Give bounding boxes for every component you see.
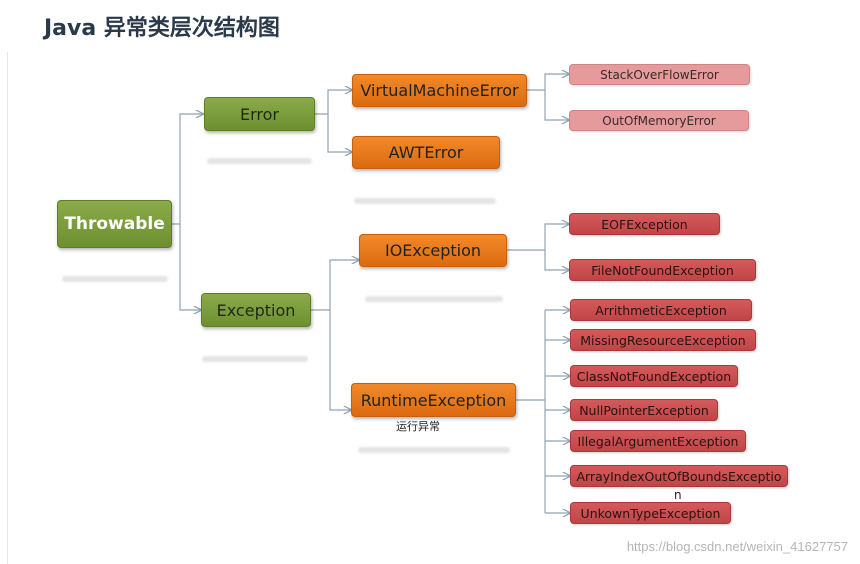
node-stack-overflow-error: StackOverFlowError bbox=[569, 64, 750, 85]
connector-io-eof bbox=[507, 224, 569, 251]
node-io-exception: IOException bbox=[359, 234, 507, 267]
node-null-pointer-exception: NullPointerException bbox=[570, 399, 718, 421]
node-runtime-exception: RuntimeException bbox=[351, 383, 516, 417]
node-unkown-type-exception: UnkownTypeException bbox=[570, 502, 731, 524]
node-illegal-argument-exception: IllegalArgumentException bbox=[570, 430, 746, 452]
connector-io-fnf bbox=[544, 250, 569, 270]
node-virtual-machine-error: VirtualMachineError bbox=[352, 74, 527, 107]
node-missing-resource-exception: MissingResourceException bbox=[570, 329, 756, 351]
connector-throwable-error bbox=[172, 114, 203, 225]
node-out-of-memory-error: OutOfMemoryError bbox=[569, 110, 749, 131]
node-array-index-out-of-bounds-exception: ArrayIndexOutOfBoundsExceptio bbox=[570, 465, 788, 487]
throwable-reflection bbox=[62, 276, 168, 282]
node-eof-exception: EOFException bbox=[569, 213, 720, 235]
connector-exception-runtime bbox=[329, 310, 351, 410]
runtime-note: 运行异常 bbox=[396, 420, 440, 433]
connector-exception-io bbox=[311, 260, 359, 311]
node-file-not-found-exception: FileNotFoundException bbox=[569, 259, 756, 281]
connector-runtime-trunk bbox=[516, 310, 546, 513]
node-arrithmetic-exception: ArrithmeticException bbox=[570, 299, 752, 321]
exception-reflection bbox=[202, 356, 308, 362]
left-divider bbox=[7, 52, 8, 564]
array-index-wrap-text: n bbox=[674, 488, 682, 502]
connector-throwable-exception bbox=[179, 224, 201, 310]
connector-error-awt bbox=[327, 114, 352, 152]
ioexception-reflection bbox=[365, 296, 503, 302]
connector-vme-so bbox=[527, 74, 569, 91]
watermark: https://blog.csdn.net/weixin_41627757 bbox=[626, 539, 848, 554]
error-reflection bbox=[207, 158, 312, 164]
node-throwable: Throwable bbox=[57, 200, 172, 248]
node-error: Error bbox=[204, 97, 315, 131]
connector-error-vme bbox=[315, 90, 352, 115]
node-exception: Exception bbox=[201, 293, 311, 327]
connector-vme-oom bbox=[544, 90, 569, 120]
awterror-reflection bbox=[354, 198, 496, 204]
node-class-not-found-exception: ClassNotFoundException bbox=[570, 365, 738, 387]
runtime-reflection bbox=[358, 447, 510, 453]
page-title: Java 异常类层次结构图 bbox=[44, 16, 280, 41]
node-awt-error: AWTError bbox=[352, 136, 500, 169]
